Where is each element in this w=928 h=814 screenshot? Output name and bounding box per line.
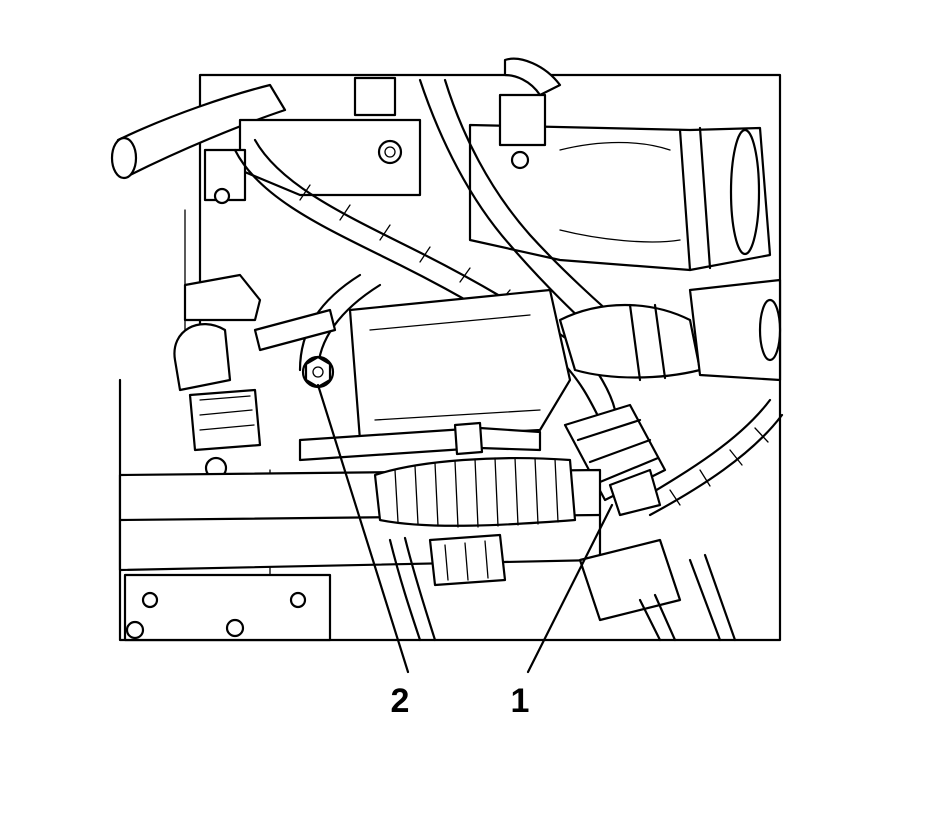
corrugated-hose: [373, 457, 577, 527]
leader-line-2: [316, 383, 410, 674]
intake-duct: [468, 123, 772, 272]
callout-1: 1: [511, 682, 530, 720]
electrical-connector: [563, 403, 667, 517]
wiring-harness-main: [233, 148, 602, 422]
coolant-hose-right: [558, 303, 702, 379]
callout-2: 2: [391, 682, 410, 720]
upper-left-hose: [116, 83, 287, 177]
coolant-hose-left: [183, 273, 262, 322]
mounting-bolt: [301, 355, 335, 389]
engine-bay-artwork: [110, 57, 784, 642]
leader-line-1: [526, 503, 614, 674]
